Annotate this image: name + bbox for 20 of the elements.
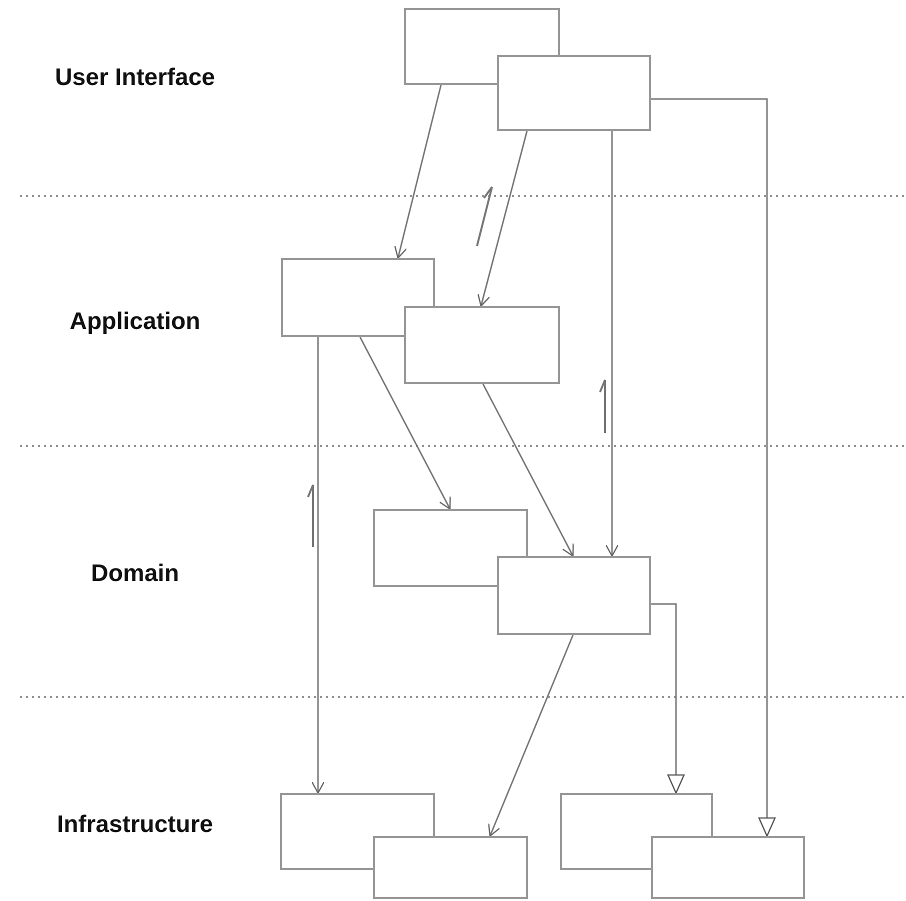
arrow <box>359 336 451 510</box>
arrow <box>482 384 574 557</box>
layer-label: Infrastructure <box>56 810 214 840</box>
arrow <box>605 131 619 557</box>
layer-box <box>373 509 528 587</box>
layer-box <box>497 556 651 635</box>
arrow <box>394 84 442 259</box>
layer-box <box>281 258 435 337</box>
arrow <box>311 337 325 794</box>
layer-box <box>404 306 560 384</box>
arrow <box>651 603 685 794</box>
layer-box <box>373 836 528 899</box>
arrow <box>651 98 776 837</box>
layer-label: User Interface <box>54 63 216 93</box>
layer-box <box>651 836 805 899</box>
layer-label: Application <box>68 307 202 337</box>
arrow <box>477 130 528 307</box>
layer-box <box>497 55 651 131</box>
layer-label: Domain <box>90 559 180 589</box>
arrow <box>488 634 574 837</box>
